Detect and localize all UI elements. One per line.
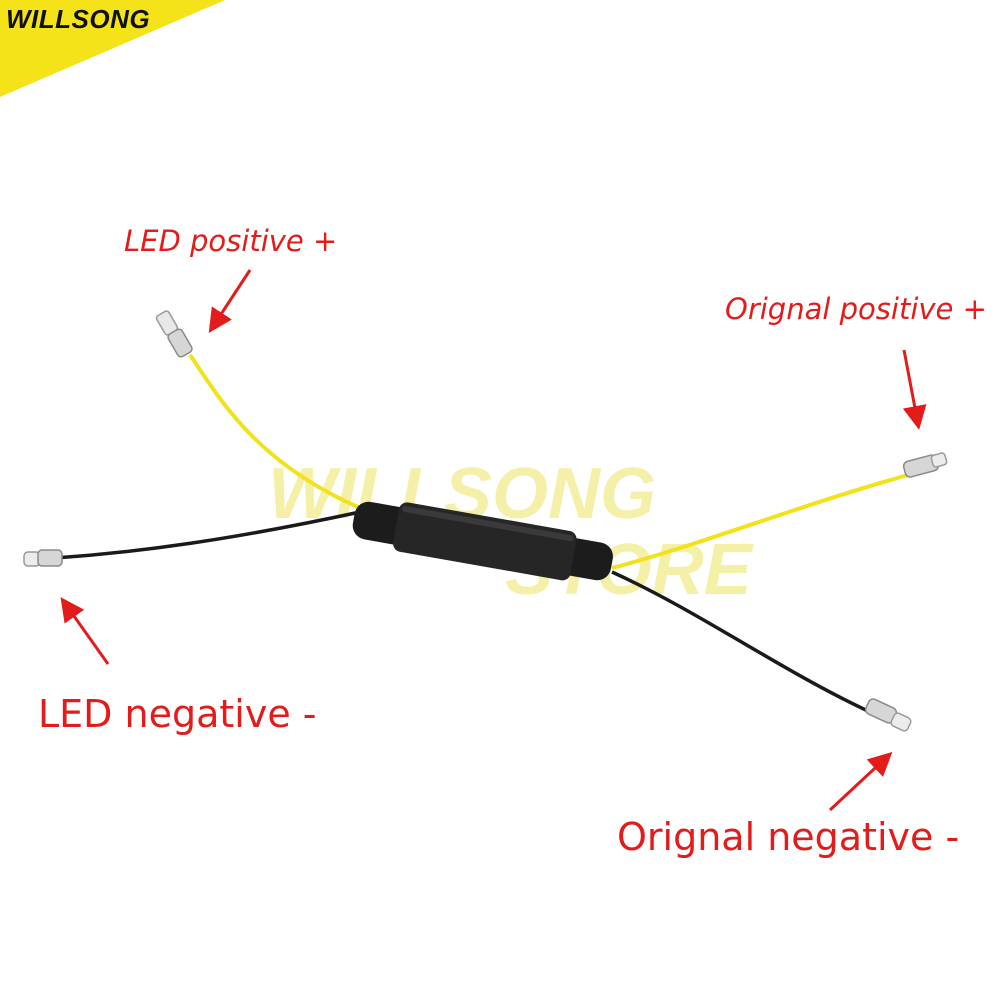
led-negative-wire <box>54 510 361 560</box>
resistor-module <box>352 501 613 581</box>
watermark-line1: WILLSONG <box>268 454 656 534</box>
arrow-icon <box>828 751 893 812</box>
original-negative-wire <box>611 570 871 714</box>
arrow-icon <box>60 597 110 665</box>
label-original-negative: Orignal negative - <box>617 815 960 859</box>
connector-led-positive <box>155 310 193 358</box>
watermark-line2: STORE <box>505 530 754 610</box>
arrow-icon <box>902 349 927 430</box>
label-led-positive: LED positive + <box>124 224 338 258</box>
connector-original-negative <box>864 698 912 732</box>
brand-logo: WILLSONG <box>6 4 151 34</box>
connector-original-positive <box>902 452 948 478</box>
label-original-positive: Orignal positive + <box>725 292 987 326</box>
label-led-negative: LED negative - <box>38 692 317 736</box>
original-positive-wire <box>611 473 909 570</box>
led-positive-wire <box>188 353 361 510</box>
arrow-icon <box>208 269 252 334</box>
connector-led-negative <box>23 549 63 567</box>
